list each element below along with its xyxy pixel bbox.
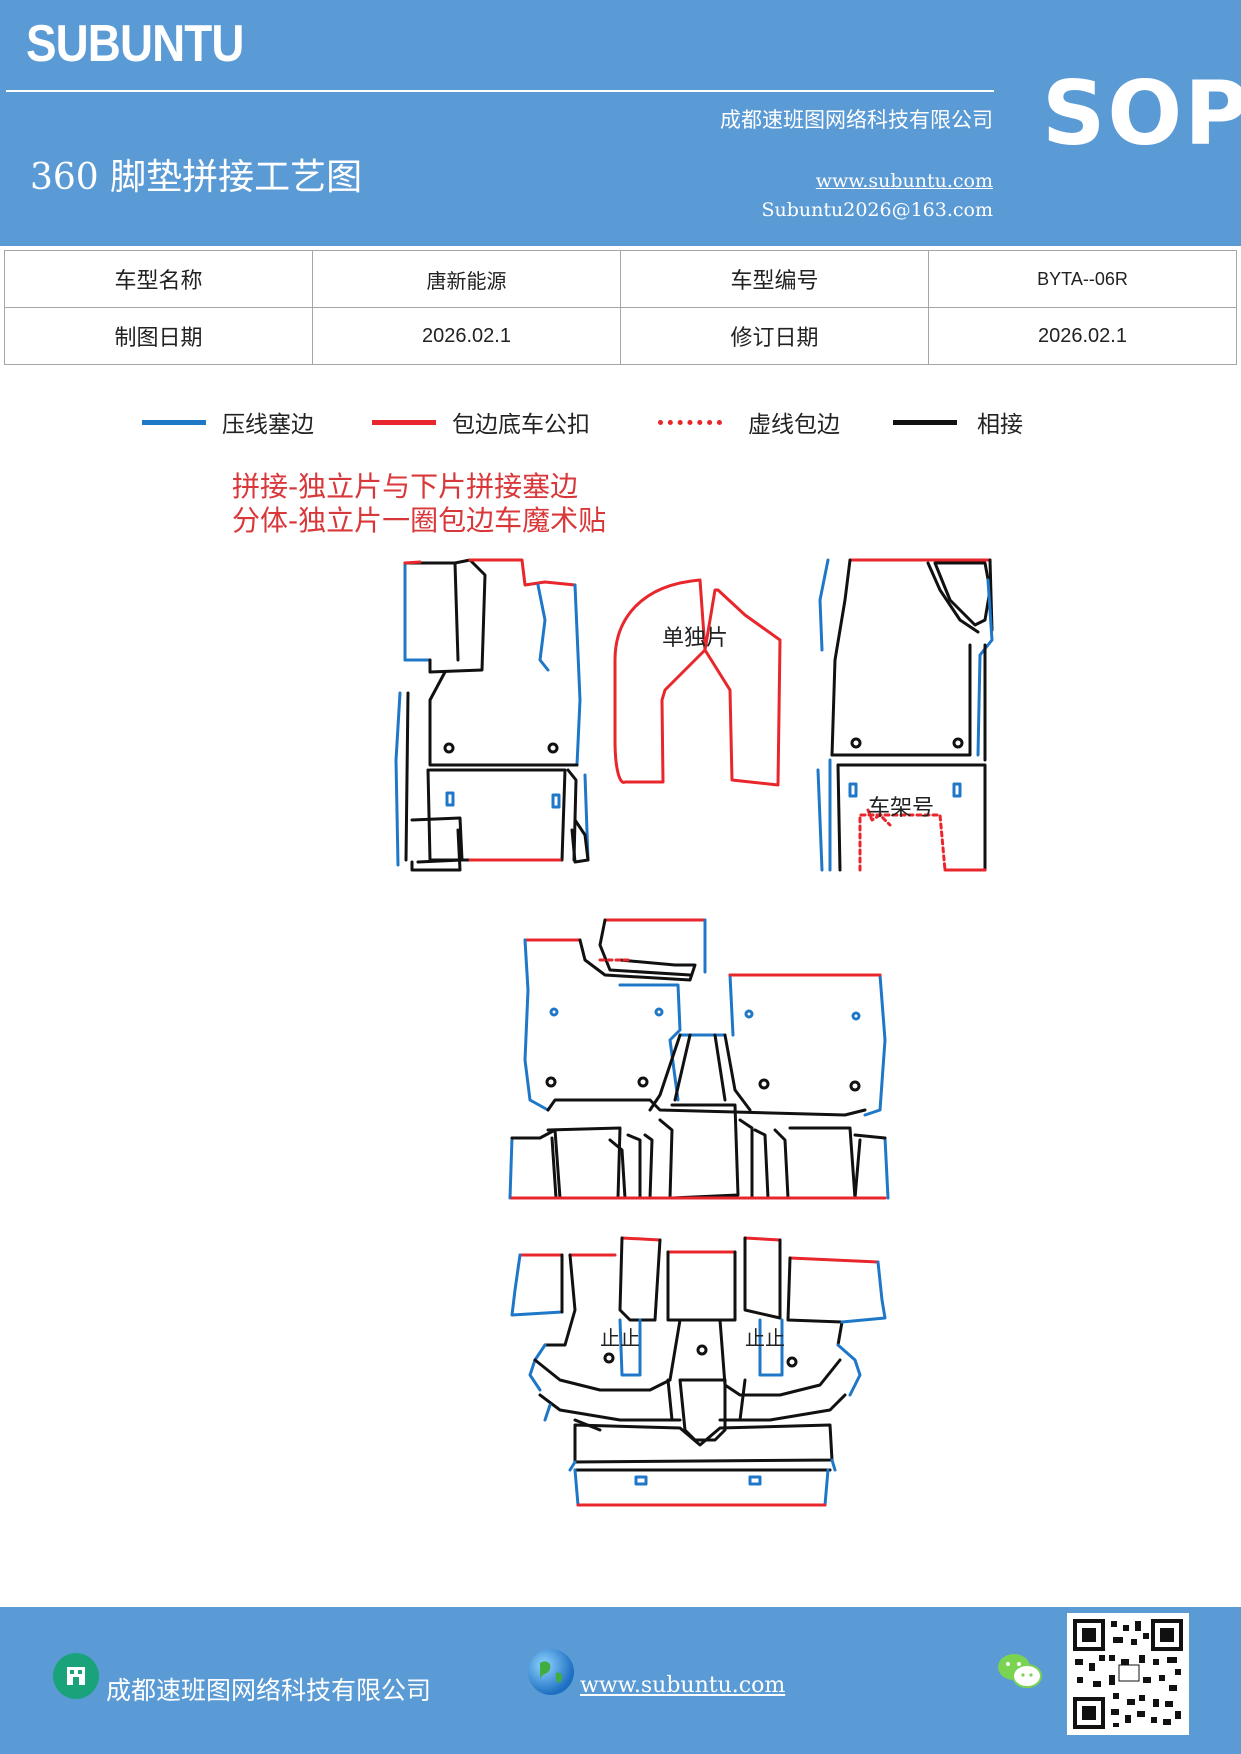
draw-date-label: 制图日期 [4, 307, 313, 365]
building-icon [53, 1653, 99, 1699]
floor-mat-diagram [394, 558, 994, 1507]
legend-item-dotted-binding: 虚线包边 [658, 402, 840, 442]
header-email: Subuntu2026@163.com [761, 199, 993, 221]
note-line: 拼接-独立片与下片拼接塞边 [232, 470, 579, 503]
revise-date-value: 2026.02.1 [928, 307, 1237, 365]
model-name-value: 唐新能源 [312, 250, 621, 308]
line-legend: 压线塞边 包边底车公扣 虚线包边 相接 [0, 402, 1241, 442]
qr-code [1067, 1613, 1189, 1735]
second-row-mat [508, 918, 890, 1200]
table-row: 制图日期 2026.02.1 修订日期 2026.02.1 [4, 307, 1237, 365]
model-code-value: BYTA--06R [928, 250, 1237, 308]
draw-date-value: 2026.02.1 [312, 307, 621, 365]
vehicle-info-table: 车型名称 唐新能源 车型编号 BYTA--06R 制图日期 2026.02.1 … [4, 250, 1237, 365]
footer-banner: 成都速班图网络科技有限公司 www.subuntu.com [0, 1607, 1241, 1754]
single-piece-label: 单独片 [662, 626, 729, 651]
brand-logo: SUBUNTU [26, 15, 244, 73]
legend-item-binding: 包边底车公扣 [372, 402, 590, 442]
revise-date-label: 修订日期 [620, 307, 929, 365]
legend-swatch-blue [142, 419, 206, 425]
table-row: 车型名称 唐新能源 车型编号 BYTA--06R [4, 250, 1237, 308]
single-piece-mat [613, 578, 782, 787]
legend-label: 相接 [977, 412, 1023, 438]
header-banner: SUBUNTU 成都速班图网络科技有限公司 360 脚垫拼接工艺图 www.su… [0, 0, 1241, 246]
third-row-mat [510, 1236, 887, 1507]
header-company: 成都速班图网络科技有限公司 [720, 108, 993, 132]
frame-number-label: 车架号 [868, 796, 935, 821]
stop-label-right: 止止 [745, 1326, 785, 1350]
note-line: 分体-独立片一圈包边车魔术贴 [232, 504, 607, 537]
header-website-link[interactable]: www.subuntu.com [815, 170, 993, 192]
model-name-label: 车型名称 [4, 250, 313, 308]
legend-swatch-red [372, 419, 436, 425]
legend-label: 虚线包边 [748, 412, 840, 438]
footer-company: 成都速班图网络科技有限公司 [106, 1676, 432, 1705]
legend-label: 压线塞边 [222, 412, 314, 438]
page-title: 360 脚垫拼接工艺图 [30, 157, 363, 198]
sop-badge: SOP [1042, 62, 1241, 165]
stop-label-left: 止止 [600, 1326, 640, 1350]
footer-website-link[interactable]: www.subuntu.com [580, 1673, 786, 1698]
header-divider [6, 90, 994, 92]
wechat-icon[interactable] [996, 1651, 1044, 1691]
process-notes: 拼接-独立片与下片拼接塞边 分体-独立片一圈包边车魔术贴 [232, 470, 606, 538]
legend-swatch-black [893, 419, 957, 425]
legend-item-press-edge: 压线塞边 [142, 402, 314, 442]
legend-item-joined: 相接 [893, 402, 1023, 442]
legend-swatch-red-dotted [658, 419, 722, 425]
front-right-mat [816, 558, 994, 872]
front-left-mat [394, 558, 590, 872]
model-code-label: 车型编号 [620, 250, 929, 308]
globe-icon [528, 1649, 574, 1695]
legend-label: 包边底车公扣 [452, 412, 590, 438]
